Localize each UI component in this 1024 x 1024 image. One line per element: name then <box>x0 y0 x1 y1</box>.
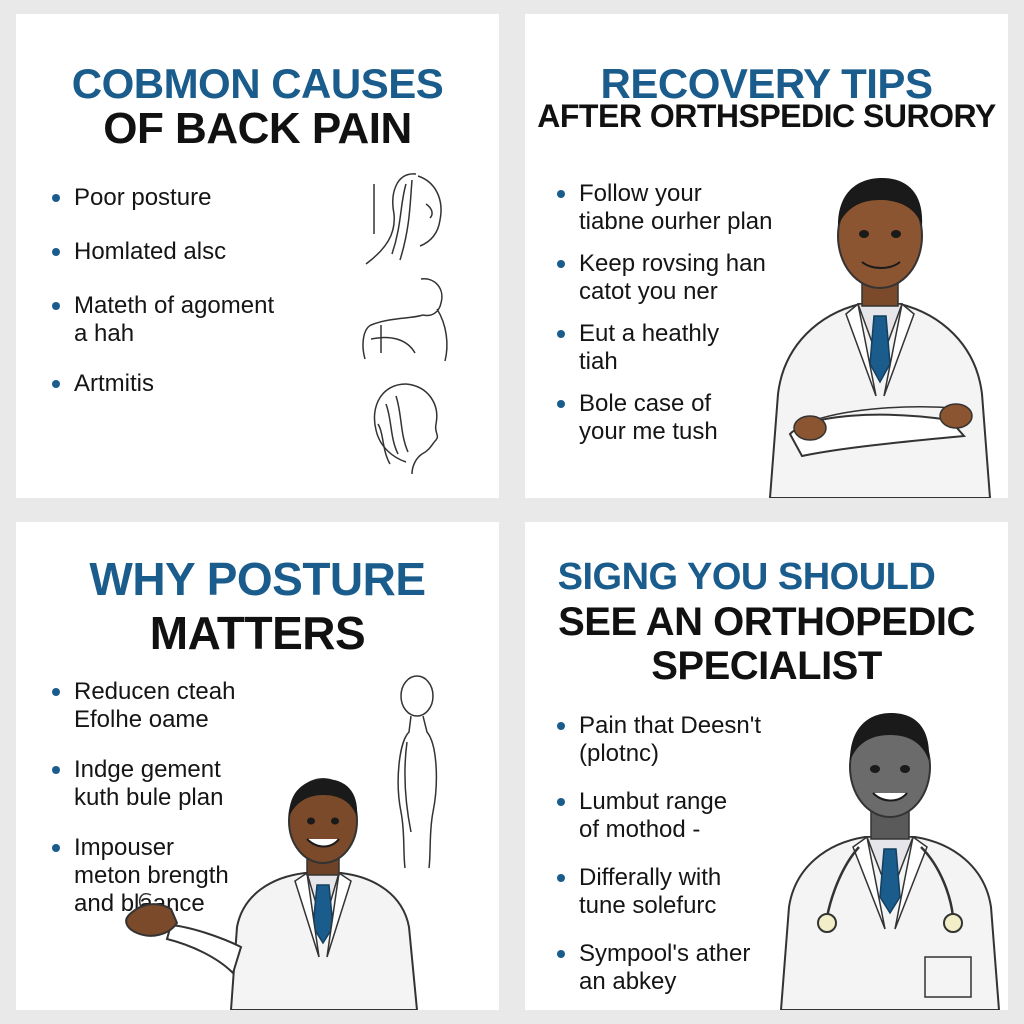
list-item: Homlated alsc <box>52 238 274 266</box>
card-title-line2: MATTERS <box>149 607 366 659</box>
doctor-presenting-icon <box>125 778 419 1010</box>
posture-silhouette-icon <box>397 675 438 869</box>
doctor-crossed-arms-icon <box>768 178 992 498</box>
back-pain-head-sketch-icon <box>365 173 442 265</box>
card-recovery-tips: RECOVERY TIPS AFTER ORTHSPEDIC SURORY Fo… <box>525 14 1008 498</box>
card-common-causes: COBMON CAUSES OF BACK PAIN Poor posture … <box>16 14 499 498</box>
card-see-specialist: SIGNG YOU SHOULD SEE AN ORTHOPEDIC SPECI… <box>525 522 1008 1010</box>
list-item: Pain that Deesn't(plotnc) <box>557 712 761 768</box>
card-title-line3: SPECIALIST <box>651 644 882 688</box>
list-item: Artmitis <box>52 370 274 398</box>
back-pain-profile-sketch-icon <box>373 383 439 475</box>
list-item: Poor posture <box>52 184 274 212</box>
card-title-line2: AFTER ORTHSPEDIC SURORY <box>537 98 996 134</box>
card-title-line1: WHY POSTURE <box>89 553 426 605</box>
card-title-line1: SIGNG YOU SHOULD <box>557 556 936 598</box>
card-title-line1: RECOVERY TIPS <box>600 60 933 107</box>
card-title-line1: COBMON CAUSES <box>71 60 444 107</box>
back-pain-torso-sketch-icon <box>362 278 448 362</box>
card-title-line2: SEE AN ORTHOPEDIC <box>558 600 975 644</box>
doctor-stethoscope-icon <box>779 713 1001 1010</box>
card-title-line2: OF BACK PAIN <box>103 104 412 153</box>
bullet-list: Poor posture Homlated alsc Mateth of ago… <box>52 184 274 398</box>
